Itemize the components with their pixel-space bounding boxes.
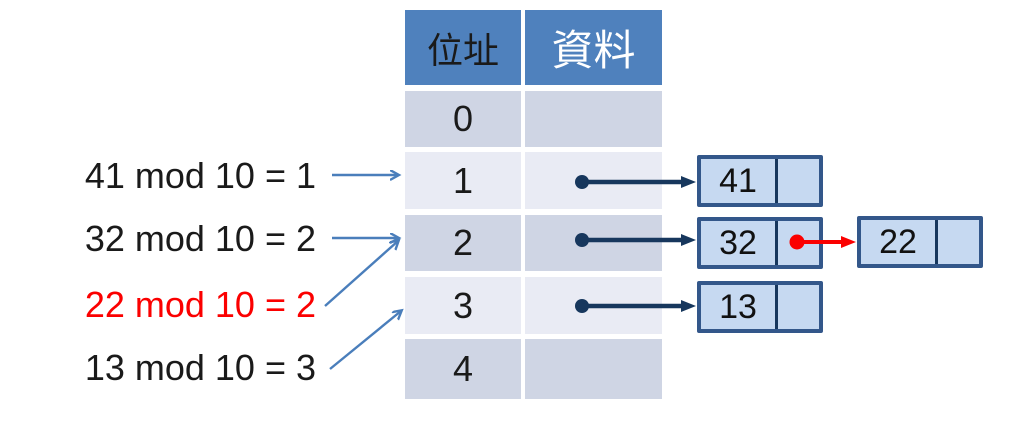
node-41: 41 xyxy=(697,155,823,207)
node-13-divider xyxy=(775,285,778,329)
address-cell-1: 1 xyxy=(405,152,521,209)
table-row-0: 0 xyxy=(405,91,662,147)
annotation-22-mod-highlight: 22 mod 10 = 2 xyxy=(84,284,316,325)
node-13-value: 13 xyxy=(719,287,757,326)
table-row-1: 1 xyxy=(405,152,662,209)
header-address: 位址 xyxy=(405,10,521,85)
data-cell-0 xyxy=(525,91,662,147)
node-41-value: 41 xyxy=(719,161,757,200)
data-cell-1 xyxy=(525,152,662,209)
node-13-pointer-cell xyxy=(778,285,819,329)
node-22-divider xyxy=(935,220,938,264)
data-cell-3 xyxy=(525,277,662,334)
data-cell-2 xyxy=(525,215,662,271)
node-32-pointer-cell xyxy=(778,221,819,265)
node-22-value: 22 xyxy=(879,222,917,261)
address-cell-2: 2 xyxy=(405,215,521,271)
data-cell-4 xyxy=(525,339,662,399)
table-row-4: 4 xyxy=(405,339,662,399)
annotation-13-mod: 13 mod 10 = 3 xyxy=(84,347,316,388)
address-cell-0: 0 xyxy=(405,91,521,147)
node-22-pointer-cell xyxy=(938,220,979,264)
node-13: 13 xyxy=(697,281,823,333)
node-41-divider xyxy=(775,159,778,203)
node-41-pointer-cell xyxy=(778,159,819,203)
address-cell-3: 3 xyxy=(405,277,521,334)
address-cell-4: 4 xyxy=(405,339,521,399)
annotation-41-mod: 41 mod 10 = 1 xyxy=(84,155,316,196)
header-data: 資料 xyxy=(525,10,662,85)
table-header-row: 位址 資料 xyxy=(405,10,662,85)
node-32-divider xyxy=(775,221,778,265)
table-row-3: 3 xyxy=(405,277,662,334)
annotation-arrow-22-to-row2 xyxy=(324,241,398,307)
annotation-32-mod: 32 mod 10 = 2 xyxy=(84,218,316,259)
node-32-value: 32 xyxy=(719,223,757,262)
node-32: 32 xyxy=(697,217,823,269)
table-row-2: 2 xyxy=(405,215,662,271)
annotation-arrow-13-to-row3 xyxy=(329,311,401,370)
node-22: 22 xyxy=(857,216,983,268)
